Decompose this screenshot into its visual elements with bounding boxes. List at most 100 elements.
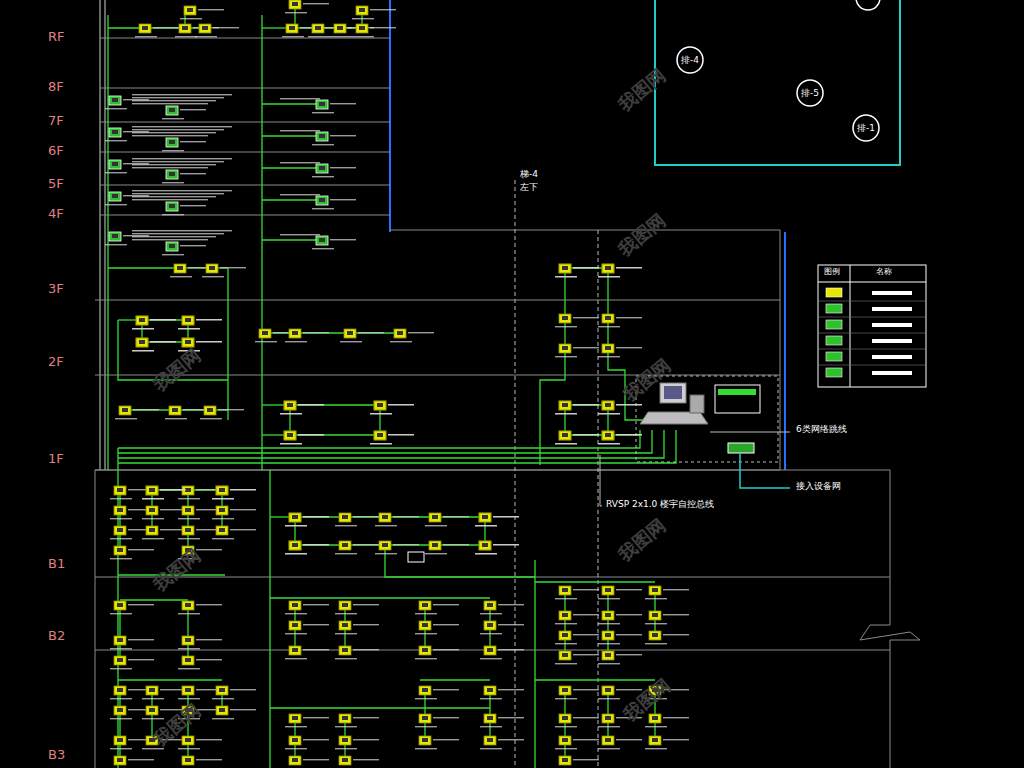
- controller-module: [374, 401, 386, 410]
- text-mark: [480, 613, 502, 614]
- module-face: [169, 204, 175, 208]
- note-label: RVSP 2x1.0 楼宇自控总线: [604, 500, 716, 510]
- module-face: [422, 688, 428, 692]
- text-mark: [616, 634, 642, 635]
- text-mark: [353, 516, 379, 517]
- text-mark: [178, 613, 200, 614]
- legend-symbol: [826, 368, 842, 377]
- controller-module: [559, 714, 571, 723]
- text-mark: [285, 553, 307, 554]
- text-mark: [110, 648, 132, 649]
- floor-label: B2: [48, 629, 65, 643]
- controller-module: [334, 24, 346, 33]
- text-mark: [162, 182, 184, 183]
- text-mark: [425, 553, 447, 554]
- module-face: [342, 648, 348, 652]
- module-face: [185, 508, 191, 512]
- controller-module: [356, 6, 368, 15]
- module-face: [169, 108, 175, 112]
- text-mark: [555, 726, 577, 727]
- module-face: [122, 408, 128, 412]
- controller-module: [114, 601, 126, 610]
- text-mark: [415, 726, 437, 727]
- controller-module: [419, 601, 431, 610]
- module-face: [319, 134, 325, 138]
- module-face: [652, 716, 658, 720]
- text-mark: [353, 739, 379, 740]
- floor-line: [100, 88, 390, 89]
- text-mark: [212, 498, 234, 499]
- text-mark: [285, 633, 307, 634]
- legend-text-bar: [872, 355, 912, 359]
- controller-module: [289, 621, 301, 630]
- text-mark: [298, 434, 324, 435]
- text-mark: [335, 633, 357, 634]
- text-mark: [555, 663, 577, 664]
- text-mark: [370, 27, 396, 28]
- wire: [118, 430, 664, 458]
- text-mark: [370, 443, 392, 444]
- legend-symbol: [826, 288, 842, 297]
- text-mark: [370, 443, 392, 444]
- module-face: [292, 2, 298, 6]
- floor-line: [100, 38, 390, 39]
- legend-text-bar: [872, 307, 912, 311]
- module-face: [182, 26, 188, 30]
- module-face: [562, 316, 568, 320]
- text-mark: [180, 141, 206, 142]
- text-mark: [128, 604, 154, 605]
- wire: [607, 590, 608, 655]
- module-face: [487, 688, 493, 692]
- controller-module: [216, 486, 228, 495]
- text-mark: [132, 135, 208, 136]
- controller-module: [184, 6, 196, 15]
- text-mark: [616, 689, 642, 690]
- controller-module: [559, 314, 571, 323]
- controller-module: [316, 100, 328, 109]
- valve-icon: [408, 552, 424, 562]
- text-mark: [573, 267, 599, 268]
- text-mark: [110, 613, 132, 614]
- text-mark: [598, 748, 620, 749]
- module-face: [185, 638, 191, 642]
- text-mark: [298, 434, 324, 435]
- roof-line: [390, 230, 780, 231]
- module-face: [605, 433, 611, 437]
- text-mark: [160, 489, 186, 490]
- text-mark: [230, 509, 256, 510]
- module-face: [142, 26, 148, 30]
- text-mark: [616, 317, 642, 318]
- module-face: [149, 488, 155, 492]
- module-face: [202, 26, 208, 30]
- text-mark: [598, 598, 620, 599]
- controller-module: [146, 526, 158, 535]
- controller-module: [559, 611, 571, 620]
- text-mark: [573, 434, 599, 435]
- module-face: [319, 166, 325, 170]
- text-mark: [352, 18, 374, 19]
- text-mark: [616, 739, 642, 740]
- text-mark: [178, 328, 200, 329]
- controller-module: [136, 316, 148, 325]
- wire: [118, 430, 640, 448]
- controller-module: [284, 431, 296, 440]
- controller-module: [559, 686, 571, 695]
- controller-module: [216, 686, 228, 695]
- text-mark: [573, 634, 599, 635]
- text-mark: [598, 643, 620, 644]
- wire: [142, 341, 188, 342]
- text-mark: [220, 267, 246, 268]
- text-mark: [200, 418, 222, 419]
- controller-module: [559, 431, 571, 440]
- text-mark: [555, 276, 577, 277]
- controller-module: [484, 621, 496, 630]
- wire: [269, 470, 270, 768]
- controller-module: [109, 232, 121, 241]
- controller-module: [339, 601, 351, 610]
- table-rule: [818, 333, 926, 334]
- text-mark: [105, 244, 127, 245]
- text-mark: [480, 748, 502, 749]
- module-face: [605, 266, 611, 270]
- controller-module: [182, 486, 194, 495]
- text-mark: [312, 176, 334, 177]
